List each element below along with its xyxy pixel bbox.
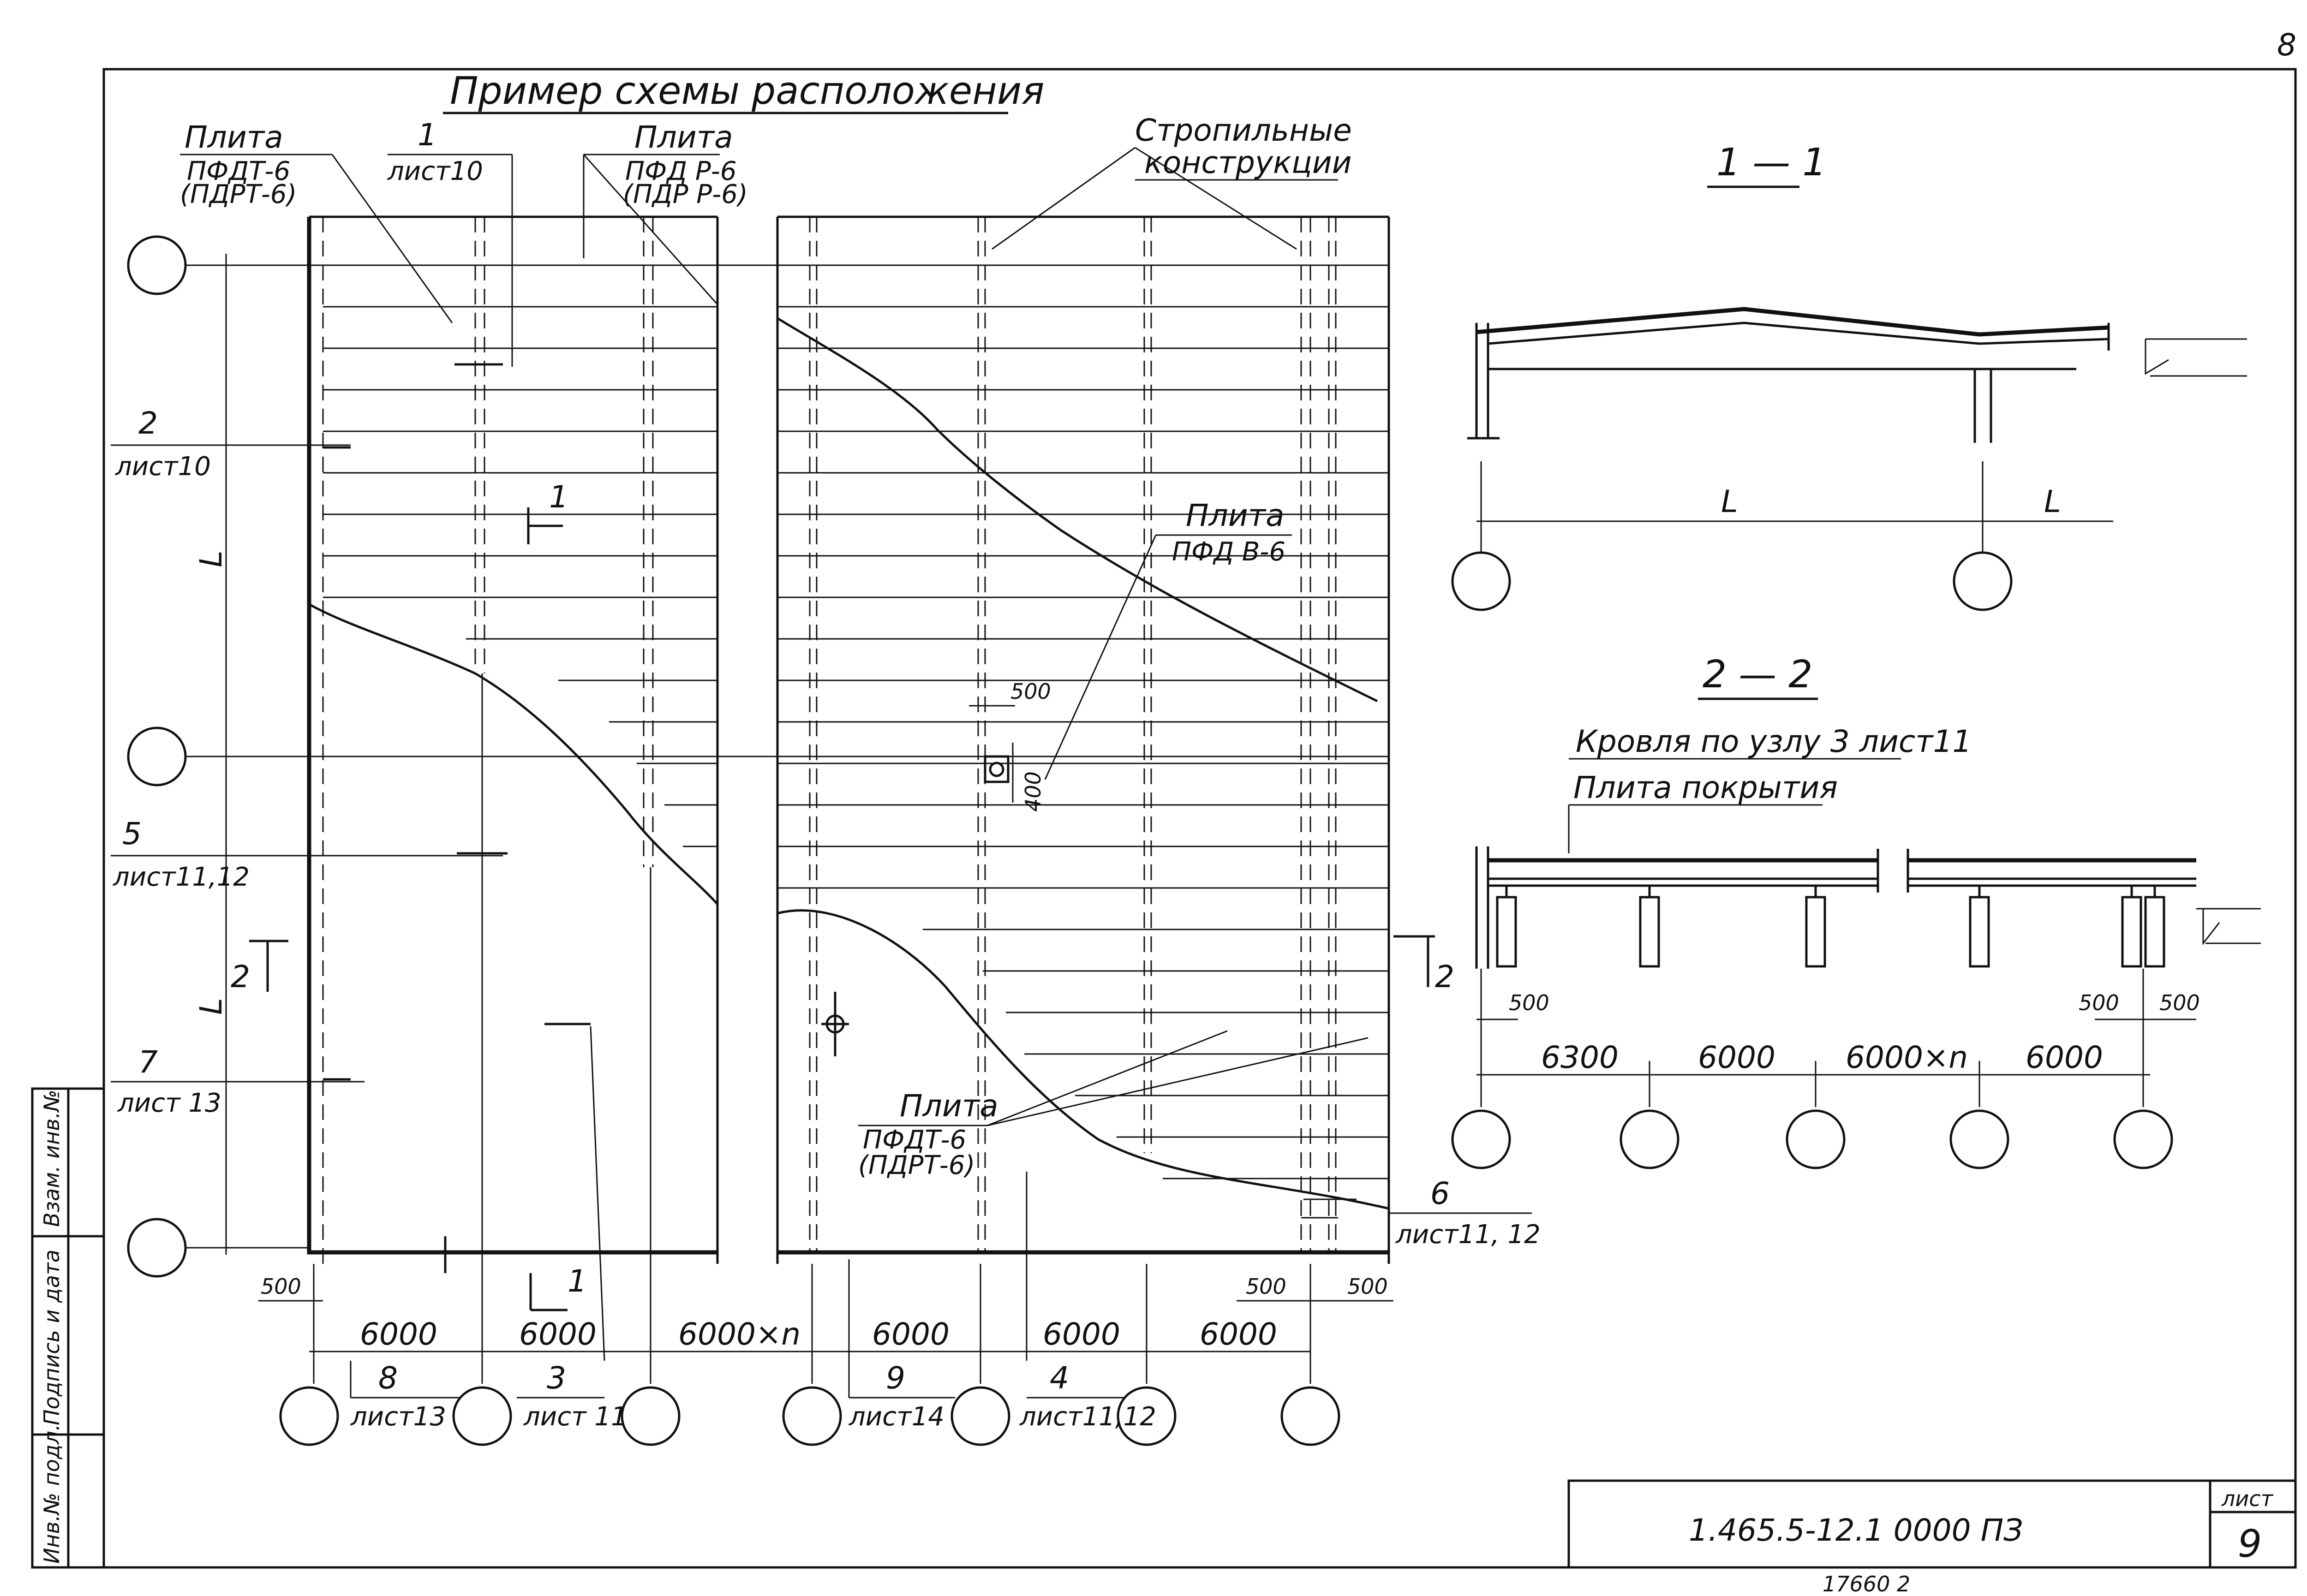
opening-dim-500: 500 (1010, 679, 1051, 704)
dim-right-500a: 500 (1246, 1274, 1286, 1299)
slab-lines-left (323, 264, 717, 847)
section-2-roof-note: Кровля по узлу 3 лист11 (1576, 724, 1972, 759)
section-2-span-4: 6000 (2026, 1040, 2103, 1075)
callout-3-num: 3 (547, 1360, 566, 1396)
title-block-sheet-label: лист (2221, 1486, 2274, 1511)
callout-6-num: 6 (1430, 1176, 1450, 1211)
callout-1-sheet: лист10 (387, 156, 483, 186)
plate-pfdr-mark: ПФД Р-6 (625, 156, 736, 186)
callout-4-num: 4 (1050, 1360, 1069, 1396)
plate-pfdr-name: Плита (634, 119, 733, 155)
section-mark-1-bottom: 1 (568, 1263, 587, 1299)
plate-pfdt-bottom-mark-alt: (ПДРТ-6) (858, 1150, 975, 1180)
slab-lines-right (777, 264, 1389, 1179)
roof-opening (984, 755, 1010, 783)
callout-9-num: 9 (886, 1360, 905, 1396)
callout-1-num: 1 (418, 117, 437, 153)
stamp-cell-signature: Подпись и дата (39, 1250, 64, 1425)
bottom-callouts: 8 лист13 3 лист 11 9 лист14 4 лист11,12 (350, 1259, 1156, 1432)
plate-pfdr-mark-alt: (ПДР Р-6) (623, 179, 748, 209)
stamp-cell-replace: Взам. инв.№ (39, 1090, 64, 1227)
drawing-title: Пример схемы расположения (450, 69, 1044, 113)
section-2-2: 2 — 2 Кровля по узлу 3 лист11 Плита покр… (1451, 653, 2261, 1169)
callout-3-sheet: лист 11 (523, 1402, 628, 1432)
plate-pfdv-name: Плита (1186, 498, 1285, 533)
rafters-line2: конструкции (1144, 145, 1352, 180)
section-1-1: 1 — 1 L L (1451, 141, 2247, 611)
plan-callouts: Плита ПФДТ-6 (ПДРТ-6) 1 лист10 Плита ПФД… (111, 113, 1541, 1250)
rafters-line1: Стропильные (1135, 113, 1352, 148)
dim-right-500b: 500 (1347, 1274, 1388, 1299)
callout-8-num: 8 (378, 1360, 398, 1396)
dim-span-5: 6000 (1043, 1316, 1120, 1352)
section-2-dim-500-r2: 500 (2159, 990, 2200, 1015)
plate-pfdt-mark-alt: (ПДРТ-6) (180, 179, 297, 209)
section-2-dim-500-r1: 500 (2079, 990, 2119, 1015)
callout-4-sheet: лист11,12 (1019, 1402, 1156, 1432)
plan-left: 1 1 2 (231, 215, 719, 1361)
dim-span-4: 6000 (872, 1316, 950, 1352)
below-frame-number: 17660 2 (1823, 1572, 1910, 1596)
callout-9-sheet: лист14 (849, 1402, 944, 1432)
title-block-sheet-number: 9 (2238, 1522, 2262, 1566)
callout-7-sheet: лист 13 (117, 1088, 221, 1118)
plan-right: 500 400 2 (776, 215, 1454, 1361)
section-mark-2-left: 2 (231, 959, 250, 995)
opening-dim-400: 400 (1021, 771, 1046, 812)
section-2-span-1: 6300 (1541, 1040, 1619, 1075)
side-stamp: Взам. инв.№ Подпись и дата Инв.№ подл. (31, 1087, 105, 1569)
section-2-span-3: 6000×n (1846, 1040, 1968, 1075)
section-mark-2-right: 2 (1435, 959, 1454, 995)
dim-span-3: 6000×n (678, 1316, 801, 1352)
plate-pfdt-name: Плита (185, 119, 283, 155)
plate-pfdt-bottom-mark: ПФДТ-6 (863, 1125, 966, 1155)
plate-pfdt-bottom-name: Плита (900, 1088, 998, 1124)
title-block-code: 1.465.5-12.1 0000 ПЗ (1689, 1513, 2023, 1548)
callout-2-sheet: лист10 (115, 452, 211, 482)
section-1-span-1: L (1721, 484, 1738, 519)
row-span-label-2: L (193, 998, 229, 1015)
dim-span-2: 6000 (519, 1316, 597, 1352)
dim-span-6: 6000 (1200, 1316, 1277, 1352)
row-span-label-1: L (193, 550, 229, 567)
dim-span-1: 6000 (360, 1316, 437, 1352)
break-line-left (308, 603, 718, 905)
callout-8-sheet: лист13 (350, 1402, 446, 1432)
column-axes (279, 1386, 1340, 1446)
row-axes: L L (127, 235, 1389, 1278)
plan-dimensions: 500 500 500 6000 6000 6000×n 6000 6000 6… (258, 1264, 1393, 1384)
section-2-title: 2 — 2 (1703, 653, 1812, 697)
plate-pfdt-mark: ПФДТ-6 (187, 156, 290, 186)
dim-left-500: 500 (261, 1274, 301, 1299)
callout-5-sheet: лист11,12 (113, 862, 250, 892)
section-2-dim-500-left: 500 (1509, 990, 1549, 1015)
callout-5-num: 5 (122, 816, 142, 852)
section-2-columns (1496, 886, 2165, 968)
outer-frame (102, 68, 2297, 1569)
callout-6-sheet: лист11, 12 (1395, 1220, 1541, 1250)
break-line-right-top (777, 317, 1378, 703)
callout-2-num: 2 (138, 405, 158, 441)
plate-pfdv-mark: ПФД В-6 (1172, 537, 1285, 567)
stamp-cell-inv: Инв.№ подл. (39, 1424, 64, 1564)
section-2-span-2: 6000 (1698, 1040, 1775, 1075)
callout-7-num: 7 (138, 1044, 158, 1080)
section-1-span-2: L (2044, 484, 2061, 519)
break-line-right-bottom (777, 909, 1389, 1210)
section-2-plate-note: Плита покрытия (1573, 770, 1838, 805)
section-1-title: 1 — 1 (1716, 141, 1826, 185)
section-mark-1-top: 1 (549, 479, 568, 515)
title-block: 1.465.5-12.1 0000 ПЗ лист 9 17660 2 (1567, 1479, 2297, 1596)
sheet-number-top: 8 (2277, 27, 2296, 63)
